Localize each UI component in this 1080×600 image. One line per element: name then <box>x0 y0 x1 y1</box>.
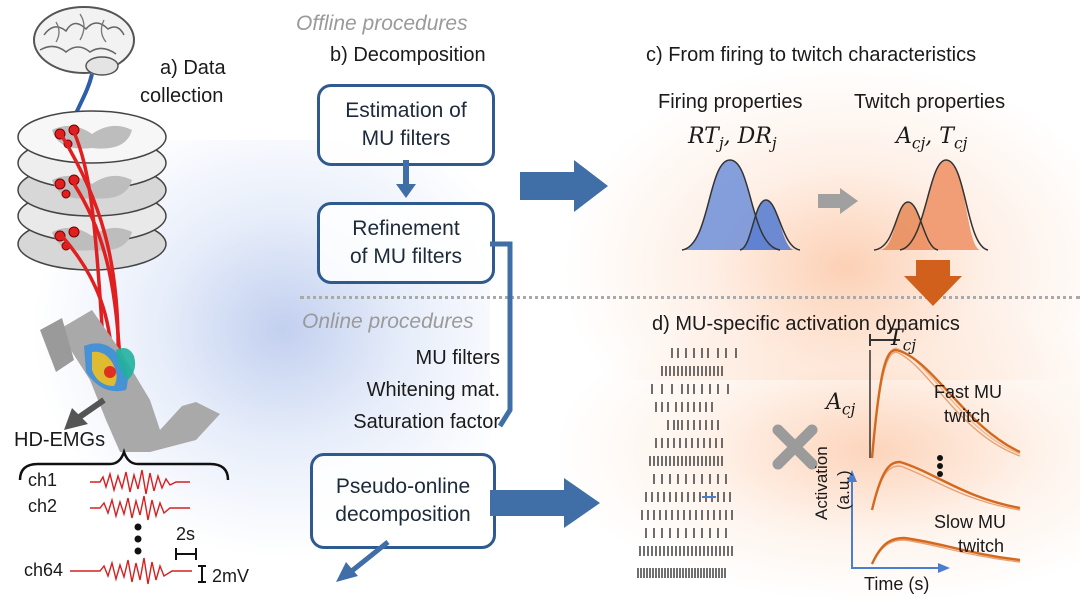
spike-trains <box>637 348 737 578</box>
hd-emg-label: HD-EMGs <box>14 429 106 451</box>
channel-2-label: ch2 <box>28 496 58 516</box>
offline-online-divider <box>300 296 1080 299</box>
y-axis-arrow-icon <box>847 470 857 482</box>
refinement-line2: of MU filters <box>349 245 462 268</box>
time-to-peak-marker <box>869 334 900 346</box>
panel-a-title-line2: collection <box>140 85 224 107</box>
mid-twitch-curves <box>870 460 1021 511</box>
refinement-box: Refinement of MU filters <box>317 202 495 284</box>
y-axis-label-2: (a.u.) <box>834 470 853 510</box>
spike-raster <box>637 348 737 578</box>
fast-twitch-curves <box>870 347 1021 459</box>
slow-twitch-curves <box>870 536 1021 565</box>
channel-64-label: ch64 <box>24 560 64 580</box>
multiply-icon <box>772 424 818 470</box>
panel-b-title: b) Decomposition <box>330 44 486 66</box>
offline-procedures-label: Offline procedures <box>296 12 468 35</box>
fast-twitch-label-1: Fast MU <box>934 382 1003 402</box>
filter-item-3: Saturation factor <box>353 411 500 433</box>
slow-twitch-label-1: Slow MU <box>934 512 1007 532</box>
leg-illustration <box>40 310 220 452</box>
refinement-line1: Refinement <box>352 216 460 240</box>
filter-item-1: MU filters <box>415 347 500 369</box>
grey-arrow-icon <box>840 188 858 214</box>
firing-formula: RTj, DRj <box>688 124 777 153</box>
orange-glow-bottom <box>560 300 1080 600</box>
x-axis-arrow-icon <box>938 563 950 573</box>
estimation-line1: Estimation of <box>345 98 467 122</box>
panel-c-title: c) From firing to twitch characteristics <box>646 44 977 66</box>
distribution-plots <box>681 159 989 306</box>
estimation-box: Estimation of MU filters <box>317 84 495 166</box>
firing-properties-label: Firing properties <box>658 91 803 113</box>
twitch-formula: Acj, Tcj <box>896 124 968 153</box>
down-arrow-icon <box>396 184 416 198</box>
fast-twitch-label-2: twitch <box>944 406 991 426</box>
brace-icon <box>18 448 230 481</box>
filter-item-2: Whitening mat. <box>366 379 500 401</box>
pseudo-online-line2: decomposition <box>335 503 471 526</box>
brain-icon <box>33 6 135 76</box>
twitch-plot <box>847 334 1021 573</box>
time-scale-bar <box>175 548 197 560</box>
plot-axes <box>851 480 940 569</box>
down-left-arrow-icon <box>336 562 358 582</box>
twitch-amplitude-symbol: Acj <box>826 390 856 419</box>
flow-arrows <box>336 160 608 582</box>
channel-1-label: ch1 <box>28 470 58 490</box>
right-arrow-icon <box>574 160 608 212</box>
arrow-icon <box>64 408 88 430</box>
pseudo-online-box: Pseudo-online decomposition <box>310 453 496 549</box>
time-scale-label: 2s <box>176 524 196 544</box>
right-arrow-icon-2 <box>564 478 600 528</box>
right-arrow-shaft <box>520 172 576 200</box>
x-axis-label: Time (s) <box>864 574 930 594</box>
orange-down-arrow-icon <box>904 276 962 306</box>
anatomy-illustration <box>17 6 230 585</box>
pseudo-online-line1: Pseudo-online <box>335 474 471 498</box>
spinal-cord-segments <box>17 110 167 271</box>
online-procedures-label: Online procedures <box>302 310 474 333</box>
twitch-distribution <box>873 159 989 251</box>
firing-distribution <box>681 159 801 251</box>
amplitude-scale-bar <box>198 565 206 583</box>
slow-twitch-label-2: twitch <box>958 536 1005 556</box>
twitch-time-symbol: Tcj <box>888 326 917 355</box>
estimation-line2: MU filters <box>361 127 451 150</box>
panel-a-title-line1: a) Data <box>160 57 226 79</box>
y-axis-label-1: Activation <box>812 446 831 520</box>
twitch-properties-label: Twitch properties <box>854 91 1006 113</box>
panel-d-title: d) MU-specific activation dynamics <box>652 313 960 335</box>
amplitude-scale-label: 2mV <box>212 566 250 586</box>
emg-traces <box>70 469 192 585</box>
